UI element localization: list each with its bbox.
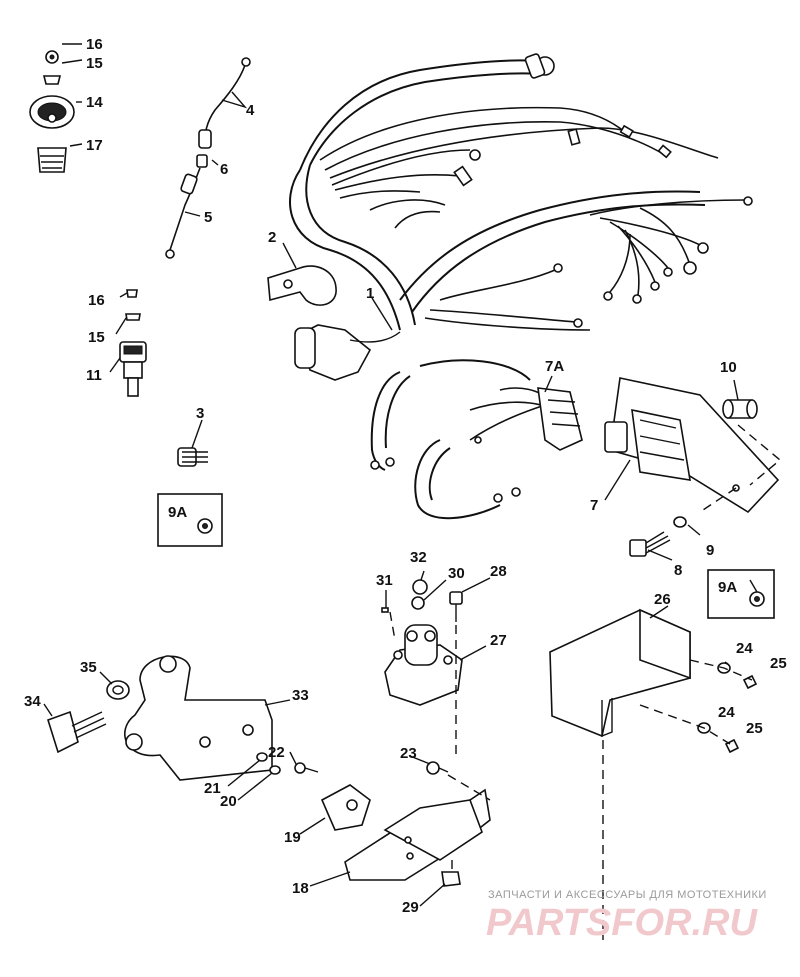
harness-clamp (267, 265, 337, 306)
callout-2: 2 (268, 229, 276, 246)
callout-34: 34 (24, 693, 41, 710)
callout-7: 7 (590, 497, 598, 514)
callout-17: 17 (86, 137, 103, 154)
callout-21: 21 (204, 780, 221, 797)
sensor-lead (165, 57, 251, 259)
screw-22 (294, 762, 319, 774)
callout-3: 3 (196, 405, 204, 422)
callout-10: 10 (720, 359, 737, 376)
nut-29 (441, 871, 461, 887)
screw-25-top (742, 674, 758, 690)
callout-14: 14 (86, 94, 103, 111)
callout-9a-left: 9A (168, 504, 187, 521)
washer-9 (673, 516, 687, 528)
voltage-regulator (604, 377, 780, 514)
mounting-bracket (124, 655, 273, 781)
callout-25-top: 25 (770, 655, 787, 672)
callout-27: 27 (490, 632, 507, 649)
callout-15-top: 15 (86, 55, 103, 72)
callout-labels: 16 15 14 17 4 6 5 2 1 16 15 11 3 9A 7A 1… (24, 36, 787, 916)
watermark-brand: PARTSFOR.RU (486, 902, 758, 944)
temperature-sender (119, 289, 147, 397)
bolt-8 (629, 531, 671, 557)
callout-29: 29 (402, 899, 419, 916)
watermark: ЗАПЧАСТИ И АКСЕССУАРЫ ДЛЯ МОТОТЕХНИКИ PA… (486, 889, 767, 944)
oil-pressure-sender (29, 50, 75, 173)
callout-25-bot: 25 (746, 720, 763, 737)
callout-8: 8 (674, 562, 682, 579)
callout-5: 5 (204, 209, 212, 226)
callout-15-mid: 15 (88, 329, 105, 346)
callout-19: 19 (284, 829, 301, 846)
washer-20 (269, 765, 281, 775)
bolt-3 (177, 447, 208, 467)
callout-28: 28 (490, 563, 507, 580)
callout-32: 32 (410, 549, 427, 566)
callout-4: 4 (246, 102, 255, 119)
callout-7a: 7A (545, 358, 564, 375)
callout-24-bot: 24 (718, 704, 735, 721)
washer-35 (106, 680, 130, 700)
callout-16-top: 16 (86, 36, 103, 53)
callout-9a-right: 9A (718, 579, 737, 596)
solenoid-bracket (344, 788, 491, 881)
regulator-harness (370, 359, 583, 520)
cover-26 (549, 608, 691, 738)
callout-24-top: 24 (736, 640, 753, 657)
leader-lines (43, 43, 758, 907)
starter-solenoid (381, 579, 463, 706)
callout-18: 18 (292, 880, 309, 897)
callout-31: 31 (376, 572, 393, 589)
screw-25-bot (724, 738, 740, 754)
inset-9a-right (707, 569, 775, 619)
wiring-harness (289, 53, 753, 381)
callout-20: 20 (220, 793, 237, 810)
washer-21 (256, 752, 268, 762)
callout-35: 35 (80, 659, 97, 676)
bolt-34 (47, 710, 107, 754)
callout-30: 30 (448, 565, 465, 582)
callout-11: 11 (86, 367, 102, 384)
callout-22: 22 (268, 744, 285, 761)
callout-23: 23 (400, 745, 417, 762)
callout-9: 9 (706, 542, 714, 559)
spacer-10 (722, 399, 758, 419)
callout-26: 26 (654, 591, 671, 608)
inset-9a-left (157, 493, 223, 547)
screw-23 (426, 761, 449, 775)
callout-6: 6 (220, 161, 228, 178)
callout-16-mid: 16 (88, 292, 105, 309)
callout-33: 33 (292, 687, 309, 704)
terminal-block-19 (320, 784, 371, 831)
watermark-caption: ЗАПЧАСТИ И АКСЕССУАРЫ ДЛЯ МОТОТЕХНИКИ (488, 889, 767, 901)
callout-1: 1 (366, 285, 374, 302)
